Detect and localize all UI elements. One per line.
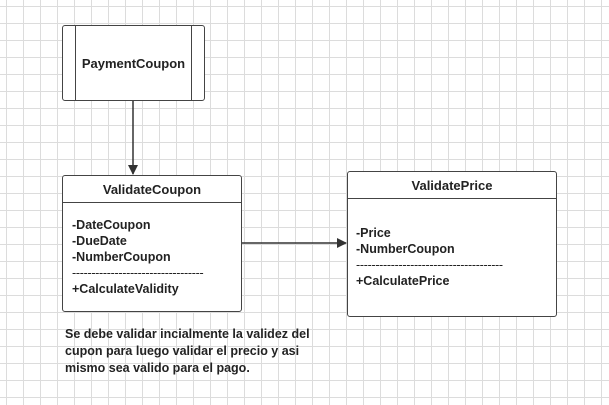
attribute-price: -Price	[356, 226, 391, 240]
validate-coupon-header: ValidateCoupon	[63, 176, 241, 203]
attribute-numbercoupon: -NumberCoupon	[356, 242, 455, 256]
attribute-numbercoupon: -NumberCoupon	[72, 250, 171, 264]
validate-price-header: ValidatePrice	[348, 172, 556, 199]
note-line-3: mismo sea valido para el pago.	[65, 361, 250, 375]
validate-coupon-title: ValidateCoupon	[102, 181, 202, 197]
validate-coupon-body: -DateCoupon -DueDate -NumberCoupon -----…	[63, 203, 241, 297]
validate-price-title: ValidatePrice	[411, 177, 493, 193]
right-divider-bar	[191, 26, 192, 100]
left-divider-bar	[75, 26, 76, 100]
member-separator: --------------------------------------	[356, 258, 503, 272]
member-separator: ----------------------------------	[72, 266, 204, 280]
method-calculatevalidity: +CalculateValidity	[72, 282, 179, 296]
payment-coupon-title: PaymentCoupon	[81, 55, 186, 71]
note-line-1: Se debe validar incialmente la validez d…	[65, 327, 310, 341]
attribute-datecoupon: -DateCoupon	[72, 218, 151, 232]
note-line-2: cupon para luego validar el precio y asi	[65, 344, 300, 358]
validate-price-body: -Price -NumberCoupon -------------------…	[348, 199, 556, 289]
payment-coupon-box[interactable]: PaymentCoupon	[62, 25, 205, 101]
note-text[interactable]: Se debe validar incialmente la validez d…	[65, 326, 365, 377]
attribute-duedate: -DueDate	[72, 234, 127, 248]
method-calculateprice: +CalculatePrice	[356, 274, 450, 288]
validate-price-class[interactable]: ValidatePrice -Price -NumberCoupon -----…	[347, 171, 557, 317]
validate-coupon-class[interactable]: ValidateCoupon -DateCoupon -DueDate -Num…	[62, 175, 242, 312]
